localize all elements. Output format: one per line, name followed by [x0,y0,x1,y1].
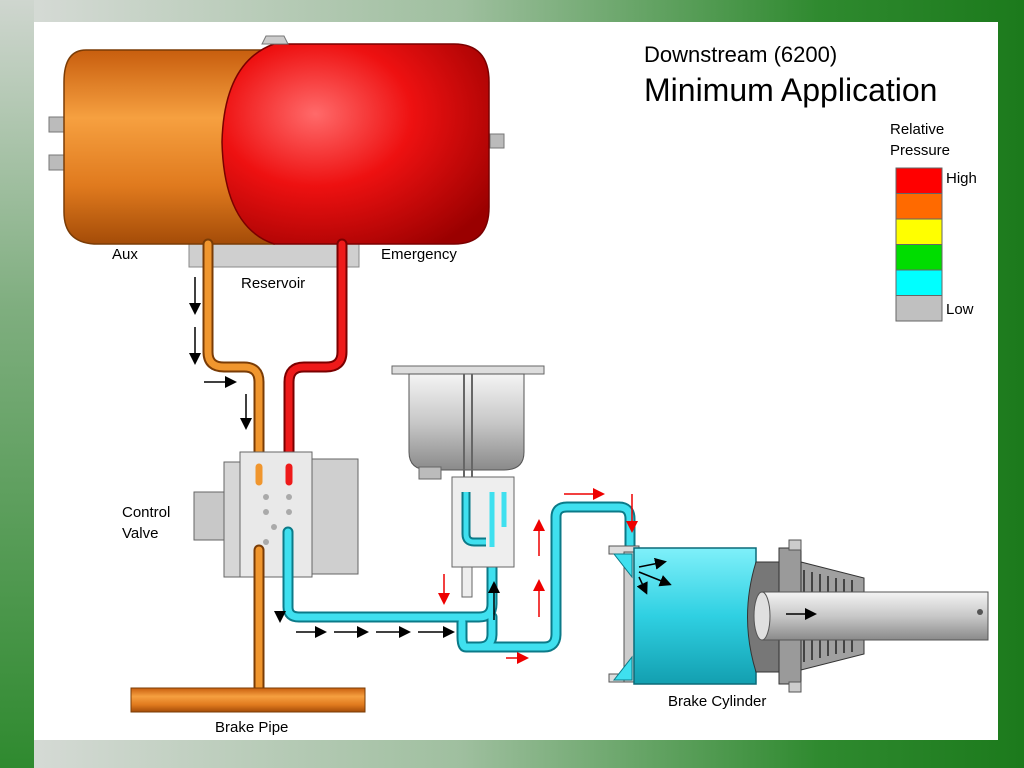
aux-label: Aux [112,246,138,263]
reservoir [48,35,505,268]
control-valve-label-line1: Control [122,504,171,521]
reservoir-label: Reservoir [241,275,306,292]
control-valve [193,451,359,578]
control-valve-label-line2: Valve [122,525,159,542]
emergency-pipe [283,238,348,473]
legend-title-line2: Pressure [890,142,951,159]
legend-swatch-2 [895,218,943,245]
aux-reservoir-chamber [63,49,275,245]
legend-swatch-4 [895,269,943,296]
brake-cylinder-label: Brake Cylinder [668,693,767,710]
emergency-label: Emergency [381,246,457,263]
pressure-legend [895,167,943,322]
legend-swatch-3 [895,244,943,271]
brake-pipe-label: Brake Pipe [215,719,289,736]
emergency-reservoir-chamber [221,43,490,245]
flow-arrows-black [189,277,817,638]
legend-swatch-5 [895,295,943,322]
legend-title-line1: Relative [890,121,945,138]
brake-cylinder [608,539,989,693]
air-brake-diagram [48,35,989,713]
page-title: Minimum Application [644,72,938,108]
diagram-slide: Downstream (6200) Minimum Application Re… [34,22,998,740]
legend-low-label: Low [946,301,974,318]
subtitle: Downstream (6200) [644,42,838,67]
aux-pipe [202,238,265,473]
flow-arrows-red [438,488,638,664]
legend-title: Relative Pressure [890,119,970,161]
legend-swatch-1 [895,193,943,220]
legend-high-label: High [946,170,977,187]
relay-valve [391,365,545,598]
brake-cylinder-pipe [282,501,636,653]
legend-swatch-0 [895,167,943,194]
control-valve-label: Control Valve [122,502,170,544]
brake-pipe [130,544,366,713]
